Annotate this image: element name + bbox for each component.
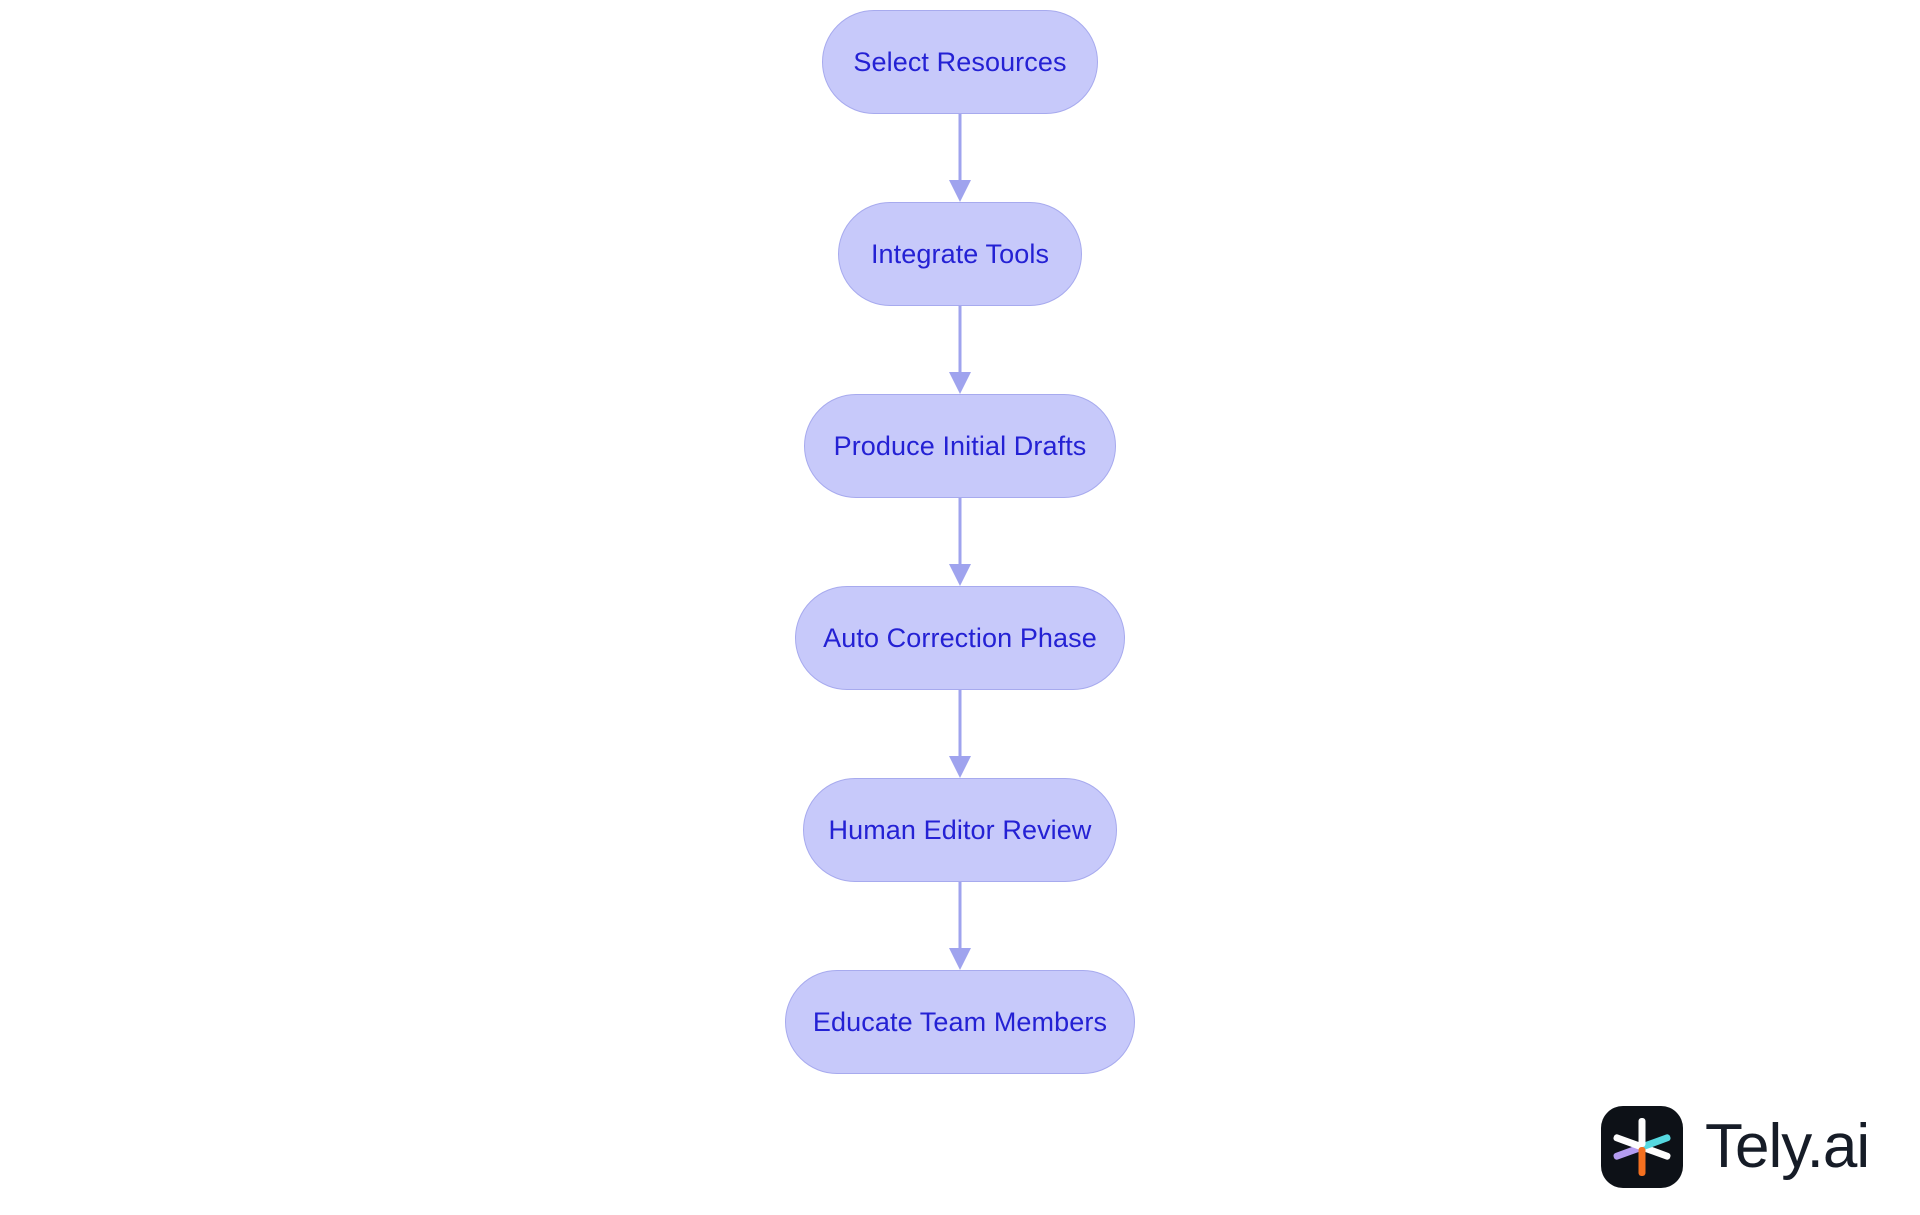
flowchart-node-human-editor-review[interactable]: Human Editor Review — [803, 778, 1117, 882]
flowchart-connector-5 — [947, 882, 973, 970]
tely-ai-wordmark: Tely.ai — [1705, 1112, 1870, 1181]
flowchart-node-produce-initial-drafts[interactable]: Produce Initial Drafts — [804, 394, 1116, 498]
node-label: Select Resources — [853, 46, 1067, 77]
arrow-down-icon — [949, 948, 971, 970]
flowchart-node-educate-team-members[interactable]: Educate Team Members — [785, 970, 1135, 1074]
tely-asterisk-icon — [1601, 1106, 1683, 1188]
node-label: Produce Initial Drafts — [833, 430, 1087, 461]
connector-line — [958, 882, 962, 954]
flowchart-connector-4 — [947, 690, 973, 778]
connector-line — [958, 690, 962, 762]
connector-line — [958, 498, 962, 570]
node-label: Integrate Tools — [870, 238, 1050, 269]
flowchart-node-select-resources[interactable]: Select Resources — [822, 10, 1098, 114]
node-label: Educate Team Members — [812, 1006, 1108, 1037]
arrow-down-icon — [949, 372, 971, 394]
node-label: Human Editor Review — [828, 814, 1092, 845]
arrow-down-icon — [949, 756, 971, 778]
flowchart-connector-1 — [947, 114, 973, 202]
tely-ai-logo-lockup: Tely.ai — [1601, 1106, 1870, 1188]
flowchart-node-integrate-tools[interactable]: Integrate Tools — [838, 202, 1082, 306]
arrow-down-icon — [949, 180, 971, 202]
connector-line — [958, 114, 962, 186]
connector-line — [958, 306, 962, 378]
flowchart-connector-3 — [947, 498, 973, 586]
flowchart-connector-2 — [947, 306, 973, 394]
flowchart-node-auto-correction-phase[interactable]: Auto Correction Phase — [795, 586, 1125, 690]
arrow-down-icon — [949, 564, 971, 586]
spoke-south-icon — [1638, 1147, 1646, 1176]
spoke-north-icon — [1638, 1118, 1646, 1147]
flowchart-node-column: Select Resources Integrate Tools Produce… — [0, 10, 1920, 1074]
node-label: Auto Correction Phase — [823, 622, 1097, 653]
